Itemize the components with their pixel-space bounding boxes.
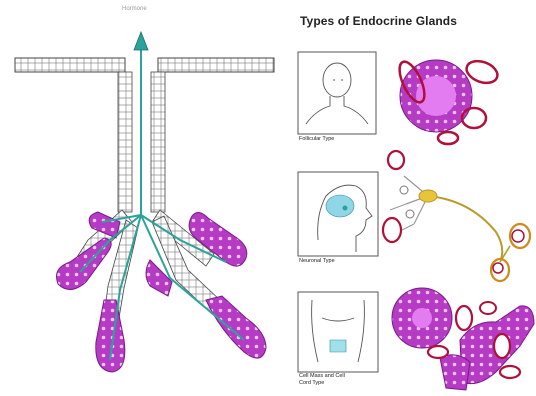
duct-wall-left — [118, 72, 132, 212]
duct-wall-right — [151, 72, 165, 212]
diagram-title: Types of Endocrine Glands — [300, 14, 457, 28]
panel-follicular — [298, 52, 500, 144]
surface-epithelium-left — [15, 58, 125, 72]
caption-follicular: Follicular Type — [299, 136, 334, 143]
neurosecretory-cell — [383, 151, 530, 281]
cell-cords — [392, 288, 534, 390]
follicle — [395, 57, 501, 144]
branched-gland — [15, 32, 274, 372]
cell-mass-torso-frame — [298, 292, 378, 372]
caption-cell-mass-line2: Cord Type — [299, 380, 324, 387]
secretion-arrow-icon — [134, 32, 148, 50]
surface-epithelium-right — [158, 58, 274, 72]
caption-cell-mass-line1: Cell Mass and Cell — [299, 373, 345, 380]
follicular-head-frame — [298, 52, 376, 134]
caption-neuronal: Neuronal Type — [299, 258, 335, 265]
